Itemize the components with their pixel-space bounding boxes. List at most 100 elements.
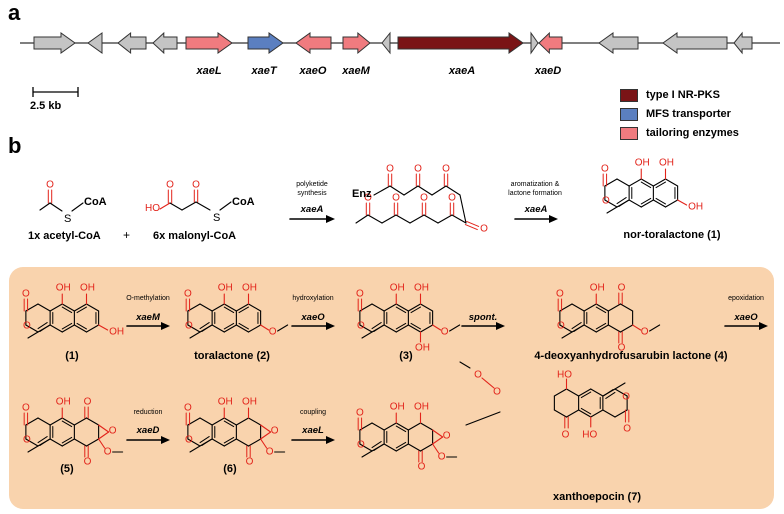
enzyme-label-xaeD: xaeD	[136, 425, 160, 436]
s-atom-2: S	[213, 212, 221, 224]
step-text-o-methylation: O-methylation	[126, 295, 170, 302]
panel-b-letter: b	[8, 133, 22, 158]
ho-label: HO	[145, 203, 160, 214]
panel-a-letter: a	[8, 0, 21, 25]
structure-xanthoepocin-upper: OO	[459, 361, 501, 426]
arrow-reduction	[126, 436, 170, 444]
gene-grey-9	[733, 31, 753, 55]
label-toralactone: toralactone (2)	[194, 350, 270, 362]
peri-hydroxyl: OH	[390, 402, 405, 413]
enz-label: Enz	[352, 188, 372, 200]
quinone-oxygen-bottom: O	[418, 462, 426, 473]
peri-hydroxyl: OH	[218, 283, 233, 294]
ring-oxygen: O	[357, 321, 365, 332]
legend-swatch-tailoring	[620, 126, 638, 140]
arrow-o-methylation	[126, 322, 170, 330]
malonyl-acid-oxygen: O	[166, 180, 174, 191]
hydroxyl-top: OH	[242, 397, 257, 408]
enzyme-label-xaeA-2: xaeA	[524, 204, 548, 215]
acetyl-coa-structure: O	[39, 180, 84, 212]
ring-oxygen: O	[185, 435, 193, 446]
gene-label-xaeT: xaeT	[251, 65, 277, 77]
chain-mid-oxygen-2: O	[392, 193, 400, 204]
legend-label-mfs: MFS transporter	[646, 108, 731, 120]
chain-right-oxygen: O	[480, 224, 488, 235]
gene-grey-2	[87, 32, 103, 54]
gene-xaeT	[247, 32, 284, 54]
epoxide-oxygen: O	[109, 426, 117, 437]
gene-xaeD	[538, 31, 563, 55]
step-text-reduction: reduction	[133, 409, 163, 416]
label-cmp3: (3)	[399, 350, 413, 362]
arrow-polyketide-synthesis	[289, 215, 335, 223]
enzyme-label-xaeA-1: xaeA	[300, 204, 324, 215]
hydroxyl-right: OH	[688, 202, 703, 213]
arrow-hydroxylation	[291, 322, 335, 330]
enzyme-label-xaeO-1: xaeO	[301, 312, 325, 323]
hydroxyl-bottom: OH	[415, 343, 430, 354]
chain-top-oxygen-1: O	[414, 164, 422, 175]
reagent-acetyl-coa: 1x acetyl-CoA	[28, 230, 101, 242]
methoxy-oxygen: O	[266, 447, 274, 458]
scale-label: 2.5 kb	[30, 100, 62, 112]
enzyme-label-xaeL: xaeL	[302, 425, 324, 436]
quinone-oxygen-top: O	[84, 397, 92, 408]
arrow-aromatization	[514, 215, 558, 223]
legend-item-tailoring: tailoring enzymes	[620, 126, 739, 140]
ring-oxygen: O	[23, 435, 31, 446]
hydroxyl-top: OH	[659, 158, 674, 169]
upper-epoxide-oxygen: O	[474, 370, 482, 381]
step-text-hydroxylation: hydroxylation	[292, 295, 334, 302]
hydroxyl-top: OH	[414, 402, 429, 413]
ring-oxygen: O	[185, 321, 193, 332]
gene-grey-5	[381, 31, 391, 55]
quinone-oxygen-bottom: O	[246, 457, 254, 468]
legend-label-nrpks: type I NR-PKS	[646, 89, 720, 101]
hydroxyl-top: OH	[242, 283, 257, 294]
carbonyl-oxygen: O	[184, 289, 192, 300]
methoxy-oxygen: O	[438, 452, 446, 463]
quinone-oxygen-bottom: O	[84, 457, 92, 468]
gene-grey-6	[530, 31, 539, 55]
chain-top-oxygen-2: O	[442, 164, 450, 175]
carbonyl-oxygen: O	[22, 403, 30, 414]
gene-label-xaeA: xaeA	[448, 65, 476, 77]
upper-methoxy-oxygen: O	[493, 387, 501, 398]
ring-oxygen: O	[557, 321, 565, 332]
plus-sign: +	[123, 228, 131, 242]
chain-mid-oxygen-3: O	[364, 193, 372, 204]
gene-xaeO	[295, 32, 332, 54]
peri-hydroxyl: OH	[635, 158, 650, 169]
gene-label-xaeO: xaeO	[299, 65, 327, 77]
methoxy-oxygen: O	[641, 327, 649, 338]
gene-xaeM	[342, 31, 371, 55]
s-atom-1: S	[64, 213, 72, 225]
carbonyl-oxygen: O	[601, 164, 609, 175]
methoxy-oxygen: O	[104, 447, 112, 458]
legend-item-mfs: MFS transporter	[620, 107, 731, 121]
carbonyl-oxygen: O	[184, 403, 192, 414]
hydroxyl-top: OH	[414, 283, 429, 294]
reagent-malonyl-coa: 6x malonyl-CoA	[153, 230, 237, 242]
arrow-spont	[461, 322, 505, 330]
enzyme-label-xaeO-2: xaeO	[734, 312, 758, 323]
gene-label-xaeM: xaeM	[342, 65, 370, 77]
carbonyl-oxygen: O	[22, 289, 30, 300]
gene-xaeL	[185, 32, 233, 54]
quinone-oxygen-top: O	[618, 283, 626, 294]
label-nor-toralactone: nor-toralactone (1)	[623, 229, 721, 241]
arrow-coupling	[291, 436, 335, 444]
hydroxyl-right: OH	[109, 327, 124, 338]
legend-label-tailoring: tailoring enzymes	[646, 127, 739, 139]
chain-mid-oxygen-1: O	[420, 193, 428, 204]
hydroxyl-top: OH	[80, 283, 95, 294]
carbonyl-oxygen: O	[556, 289, 564, 300]
gene-xaeA	[397, 32, 524, 54]
